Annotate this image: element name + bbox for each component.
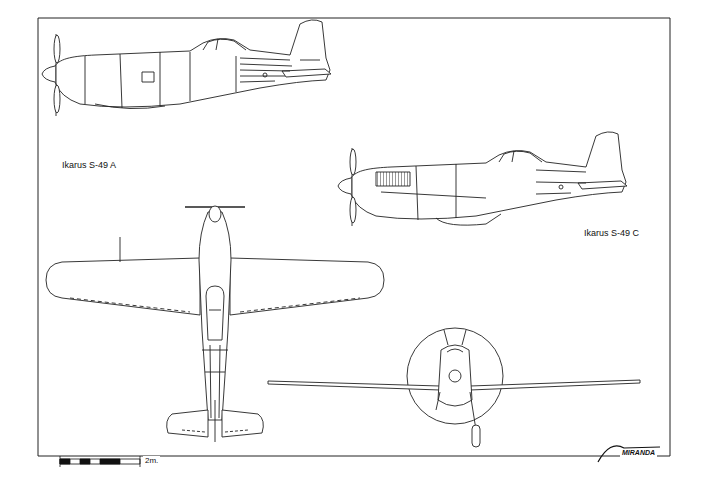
side-view-a-part xyxy=(216,39,218,50)
side-view-a-part xyxy=(55,20,330,107)
top-view-part xyxy=(46,258,200,315)
side-view-a-part xyxy=(160,52,161,106)
side-view-a-part xyxy=(142,72,154,82)
top-view-part xyxy=(202,350,228,351)
side-view-c-part xyxy=(536,182,586,183)
view-title: Ikarus S-49 C xyxy=(582,228,641,238)
side-view-c-part xyxy=(499,151,542,162)
top-view-part xyxy=(209,206,221,222)
top-view-part xyxy=(230,258,384,315)
side-view-c-part xyxy=(338,178,351,194)
side-view-a-part xyxy=(240,76,285,77)
side-view-a-part xyxy=(240,58,290,60)
top-view-part xyxy=(167,410,208,437)
top-view-part xyxy=(205,372,225,373)
scale-bar-part xyxy=(60,459,70,464)
side-view-c-part xyxy=(376,172,410,186)
side-view-c-part xyxy=(456,164,457,218)
side-view-a-part xyxy=(42,66,55,82)
scale-bar xyxy=(60,456,140,467)
top-view-part xyxy=(70,298,190,312)
side-view-c-part xyxy=(559,185,563,189)
side-view-c-part xyxy=(416,166,418,220)
top-view-part xyxy=(209,310,221,311)
scale-bar-part xyxy=(60,459,140,464)
signature: MIRANDA xyxy=(620,449,657,457)
side-view-c-part xyxy=(436,214,501,225)
top-view xyxy=(46,206,384,442)
top-view-part xyxy=(222,410,263,437)
side-view-a-part xyxy=(203,39,246,50)
side-view-c-part xyxy=(512,151,514,162)
front-view-part xyxy=(462,330,466,345)
signature-swoosh xyxy=(598,446,660,462)
top-view-part xyxy=(199,212,231,420)
front-view xyxy=(268,328,640,447)
front-view-part xyxy=(470,392,476,430)
front-view-part xyxy=(436,392,440,410)
side-view-c-part xyxy=(536,193,571,194)
front-view-part xyxy=(268,381,440,390)
top-view-part xyxy=(206,286,224,340)
view-title: Ikarus S-49 A xyxy=(60,160,118,170)
front-view-part xyxy=(449,370,461,382)
front-view-part xyxy=(407,328,503,424)
scale-bar-part xyxy=(60,456,61,467)
top-view-part xyxy=(210,345,211,418)
top-view-part xyxy=(225,430,248,432)
side-view-a-part xyxy=(95,104,165,109)
top-view-part xyxy=(182,430,205,432)
scale-bar-part xyxy=(80,459,90,464)
front-view-part xyxy=(438,345,472,406)
side-view-a-part xyxy=(190,52,191,101)
side-view-c-part xyxy=(578,181,627,189)
side-view-a xyxy=(42,20,331,116)
top-view-part xyxy=(120,237,121,262)
side-view-a-part xyxy=(236,56,237,92)
front-view-part xyxy=(447,349,463,352)
side-view-c-part xyxy=(351,132,626,219)
side-view-c xyxy=(338,132,627,226)
top-view-part xyxy=(240,298,360,312)
scale-bar-part xyxy=(100,459,120,464)
side-view-c-part xyxy=(350,149,356,175)
scale-label: 2m. xyxy=(143,456,160,465)
side-view-a-part xyxy=(300,60,320,61)
front-view-part xyxy=(444,330,448,345)
front-view-part xyxy=(472,425,480,447)
side-view-c-part xyxy=(536,170,586,172)
top-view-part xyxy=(215,400,216,442)
side-view-a-part xyxy=(54,85,60,113)
side-view-a-part xyxy=(282,69,331,77)
side-view-a-part xyxy=(263,73,267,77)
side-view-c-part xyxy=(381,192,486,198)
side-view-c-part xyxy=(350,197,356,223)
top-view-part xyxy=(219,345,220,418)
side-view-a-part xyxy=(120,54,122,108)
side-view-a-part xyxy=(54,35,60,63)
scale-bar-part xyxy=(140,456,141,467)
sheet-frame xyxy=(38,18,670,456)
side-view-a-part xyxy=(240,64,292,66)
side-view-a-part xyxy=(240,70,290,71)
front-view-part xyxy=(470,380,640,390)
side-view-a-part xyxy=(240,81,275,82)
side-view-a-part xyxy=(85,56,86,104)
